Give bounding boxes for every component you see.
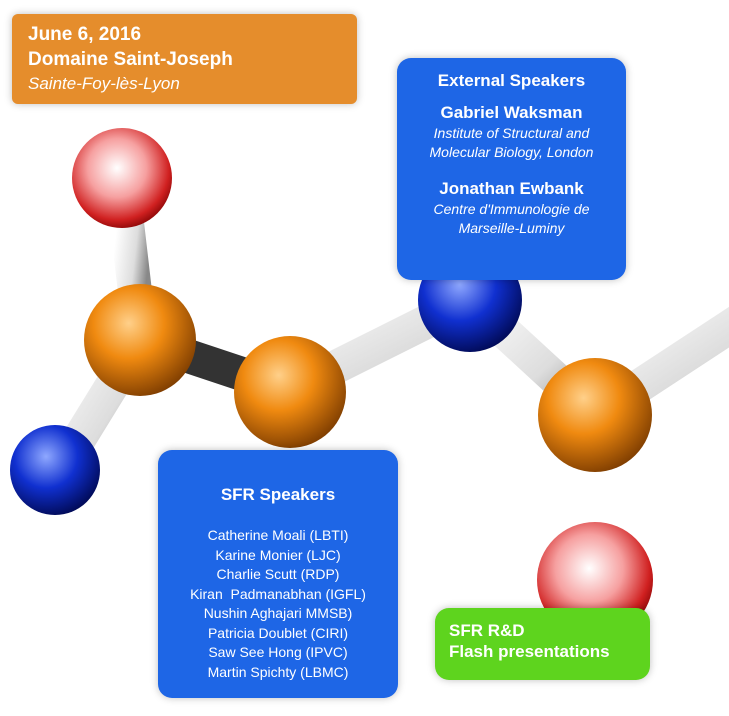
- list-item: Charlie Scutt (RDP): [216, 566, 340, 582]
- speaker-affiliation: Molecular Biology, London: [429, 144, 594, 160]
- external-speakers-box: External Speakers Gabriel Waksman Instit…: [397, 58, 626, 280]
- event-city: Sainte-Foy-lès-Lyon: [28, 74, 180, 93]
- speaker-name: Jonathan Ewbank: [439, 179, 584, 198]
- event-info-box: June 6, 2016 Domaine Saint-Joseph Sainte…: [12, 14, 357, 104]
- list-item: Kiran Padmanabhan (IGFL): [190, 585, 366, 602]
- rd-title: SFR R&D: [449, 621, 525, 640]
- sfr-speakers-list: Catherine Moali (LBTI) Karine Monier (LJ…: [158, 526, 398, 682]
- speaker-affiliation: Centre d'Immunologie de: [433, 201, 590, 217]
- external-speakers-title: External Speakers: [437, 71, 586, 90]
- event-date: June 6, 2016: [28, 24, 142, 45]
- list-item: Nushin Aghajari MMSB): [203, 605, 353, 621]
- list-item: Saw See Hong (IPVC): [208, 644, 348, 660]
- speaker-affiliation: Marseille-Luminy: [458, 220, 565, 236]
- sphere-orange-right: [538, 358, 652, 472]
- list-item: Martin Spichty (LBMC): [207, 663, 349, 680]
- speaker-name: Gabriel Waksman: [440, 103, 583, 122]
- sphere-blue-left: [10, 425, 100, 515]
- speaker-affiliation: Institute of Structural and: [433, 125, 590, 141]
- list-item: Patricia Doublet (CIRI): [207, 624, 349, 641]
- event-venue: Domaine Saint-Joseph: [28, 49, 233, 70]
- list-item: Karine Monier (LJC): [215, 546, 341, 563]
- sfr-speakers-box: SFR Speakers Catherine Moali (LBTI) Kari…: [158, 450, 398, 698]
- rd-flash-box: SFR R&D Flash presentations: [435, 608, 650, 680]
- list-item: Catherine Moali (LBTI): [207, 527, 349, 543]
- sfr-speakers-title: SFR Speakers: [220, 485, 336, 504]
- sphere-red-top: [72, 128, 172, 228]
- rd-subtitle: Flash presentations: [449, 642, 610, 661]
- sphere-orange-left: [84, 284, 196, 396]
- sphere-orange-center: [234, 336, 346, 448]
